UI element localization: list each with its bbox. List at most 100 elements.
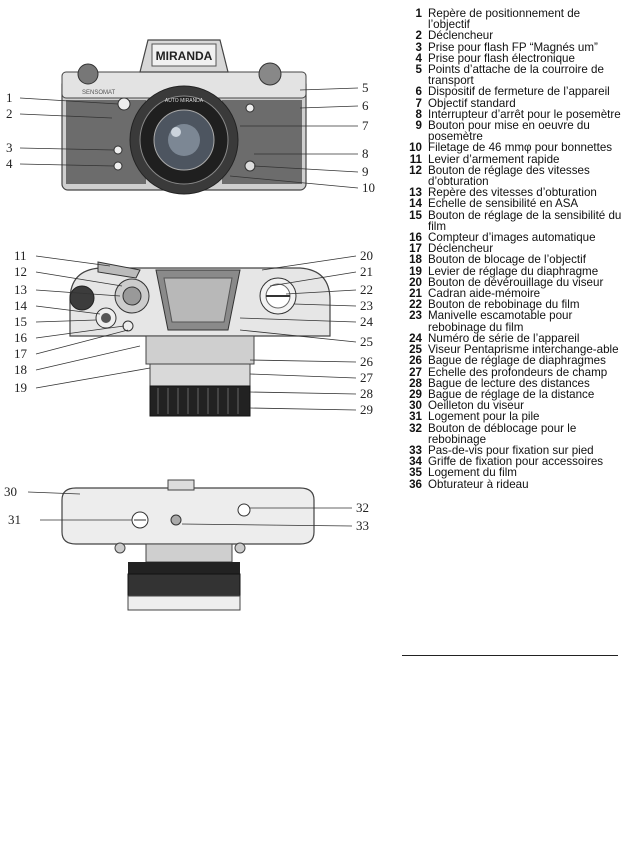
- callout-21: 21: [360, 264, 373, 279]
- legend-text: Repère de positionnement de l’objectif: [428, 7, 581, 32]
- legend-text: Interrupteur d’arrêt pour le posemètre: [428, 107, 621, 121]
- legend-item: 35 Logement du film: [400, 466, 622, 480]
- legend-text: Bouton pour mise en oeuvre du posemètre: [428, 119, 590, 144]
- lens-label: AUTO MIRANDA: [165, 98, 204, 104]
- legend-number: 24: [409, 331, 422, 345]
- legend-item: 31 Logement pour la pile: [400, 410, 622, 424]
- legend-item: 24 Numéro de série de l’appareil: [400, 331, 622, 345]
- callout-2: 2: [6, 106, 13, 121]
- brand-label: MIRANDA: [156, 49, 213, 63]
- legend-item: 9 Bouton pour mise en oeuvre du posemètre: [400, 119, 622, 144]
- callout-29: 29: [360, 402, 373, 417]
- legend-text: Bouton de déblocage pour le rebobinage: [428, 421, 577, 446]
- legend-number: 29: [409, 387, 422, 401]
- legend-number: 28: [409, 376, 422, 390]
- callout-4: 4: [6, 156, 13, 171]
- legend-number: 26: [409, 354, 422, 368]
- legend-text: Prise pour flash FP “Magnés um”: [428, 40, 598, 54]
- legend-number: 2: [415, 29, 422, 43]
- callout-14: 14: [14, 298, 28, 313]
- legend-number: 12: [409, 163, 422, 177]
- legend-number: 9: [415, 119, 422, 133]
- callout-28: 28: [360, 386, 373, 401]
- legend-text: Objectif standard: [428, 96, 516, 110]
- legend-item: 23 Manivelle escamotable pour rebobinage …: [400, 309, 622, 334]
- legend-text: Bouton de blocage de l’objectif: [428, 253, 586, 267]
- callout-10: 10: [362, 180, 375, 195]
- legend-text: Levier de réglage du diaphragme: [428, 264, 599, 278]
- callout-19: 19: [14, 380, 27, 395]
- callout-20: 20: [360, 248, 373, 263]
- legend-number: 30: [409, 399, 422, 413]
- camera-bottom-view: 30 31 32 33: [4, 479, 369, 611]
- legend-text: Logement pour la pile: [428, 410, 540, 424]
- callout-23: 23: [360, 298, 373, 313]
- legend-item: 32 Bouton de déblocage pour le rebobinage: [400, 421, 622, 446]
- callout-26: 26: [360, 354, 374, 369]
- legend-text: Compteur d’images automatique: [428, 231, 596, 245]
- callout-24: 24: [360, 314, 374, 329]
- legend-number: 35: [409, 466, 422, 480]
- legend-item: 22 Bouton de rebobinage du film: [400, 298, 622, 312]
- legend-number: 5: [415, 63, 422, 77]
- legend-number: 25: [409, 343, 422, 357]
- legend-number: 3: [415, 40, 422, 54]
- camera-front-view: MIRANDA SENSOMAT AUTO MIRANDA 1 2: [6, 39, 375, 195]
- legend-text: Déclencheur: [428, 242, 494, 256]
- legend-text: Bouton de rebobinage du film: [428, 298, 580, 312]
- callout-31: 31: [8, 512, 21, 527]
- legend-number: 7: [415, 96, 422, 110]
- legend-item: 6 Dispositif de fermeture de l’appareil: [400, 85, 622, 99]
- legend-number: 15: [409, 208, 422, 222]
- callout-1: 1: [6, 90, 13, 105]
- legend-item: 12 Bouton de réglage des vitesses d’obtur…: [400, 163, 622, 189]
- legend-text: Oeilleton du viseur: [428, 399, 525, 413]
- legend-number: 20: [409, 275, 422, 289]
- legend-number: 8: [415, 107, 422, 121]
- legend-text: Bouton de dévérouillage du viseur: [428, 275, 604, 289]
- legend-text: Bouton de réglage des vitesses d’obturat…: [428, 163, 590, 189]
- legend-number: 23: [409, 309, 422, 323]
- callout-11: 11: [14, 248, 27, 263]
- legend-text: Repère des vitesses d’obturation: [428, 186, 597, 200]
- legend-text: Points d’attache de la courroire de tran…: [428, 63, 604, 88]
- legend-text: Bague de lecture des distances: [428, 376, 590, 390]
- legend-item: 28 Bague de lecture des distances: [400, 376, 622, 390]
- legend-text: Bague de réglage de la distance: [428, 387, 595, 401]
- callout-6: 6: [362, 98, 369, 113]
- legend-text: Numéro de série de l’appareil: [428, 331, 580, 345]
- legend-item: 18 Bouton de blocage de l’objectif: [400, 253, 622, 267]
- legend-number: 36: [409, 477, 422, 491]
- legend-item: 5 Points d’attache de la courroire de tra…: [400, 63, 622, 88]
- legend-text: Prise pour flash électronique: [428, 51, 575, 65]
- callout-12: 12: [14, 264, 27, 279]
- legend-number: 32: [409, 421, 422, 435]
- legend-item: 30 Oeilleton du viseur: [400, 399, 622, 413]
- legend-number: 22: [409, 298, 422, 312]
- legend-text: Dispositif de fermeture de l’appareil: [428, 85, 610, 99]
- legend-text: Manivelle escamotable pour rebobinage du…: [428, 309, 573, 334]
- callout-33: 33: [356, 518, 369, 533]
- legend-text: Filetage de 46 mmφ pour bonnettes: [428, 141, 613, 155]
- legend-text: Logement du film: [428, 466, 517, 480]
- legend-number: 31: [409, 410, 422, 424]
- callout-30: 30: [4, 484, 17, 499]
- legend-text: Pas-de-vis pour fixation sur pied: [428, 443, 594, 457]
- legend-number: 6: [415, 85, 422, 99]
- legend-number: 18: [409, 253, 422, 267]
- callout-13: 13: [14, 282, 27, 297]
